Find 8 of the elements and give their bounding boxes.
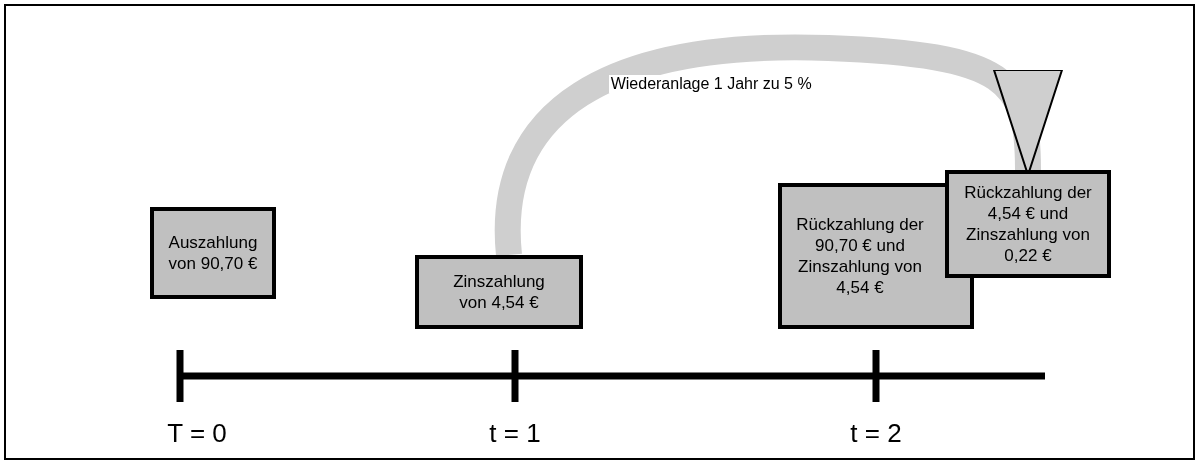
payment-box: Rückzahlung der 4,54 € und Zinszahlung von 0,22 € xyxy=(945,170,1111,278)
edge-label: Wiederanlage 1 Jahr zu 5 % xyxy=(608,74,814,93)
payment-box: Auszahlung von 90,70 € xyxy=(150,207,276,299)
time-label: t = 1 xyxy=(489,418,541,449)
curved-arrow xyxy=(495,34,1061,256)
payment-box: Zinszahlung von 4,54 € xyxy=(415,255,583,329)
time-label: t = 2 xyxy=(850,418,902,449)
time-label: T = 0 xyxy=(167,418,227,449)
